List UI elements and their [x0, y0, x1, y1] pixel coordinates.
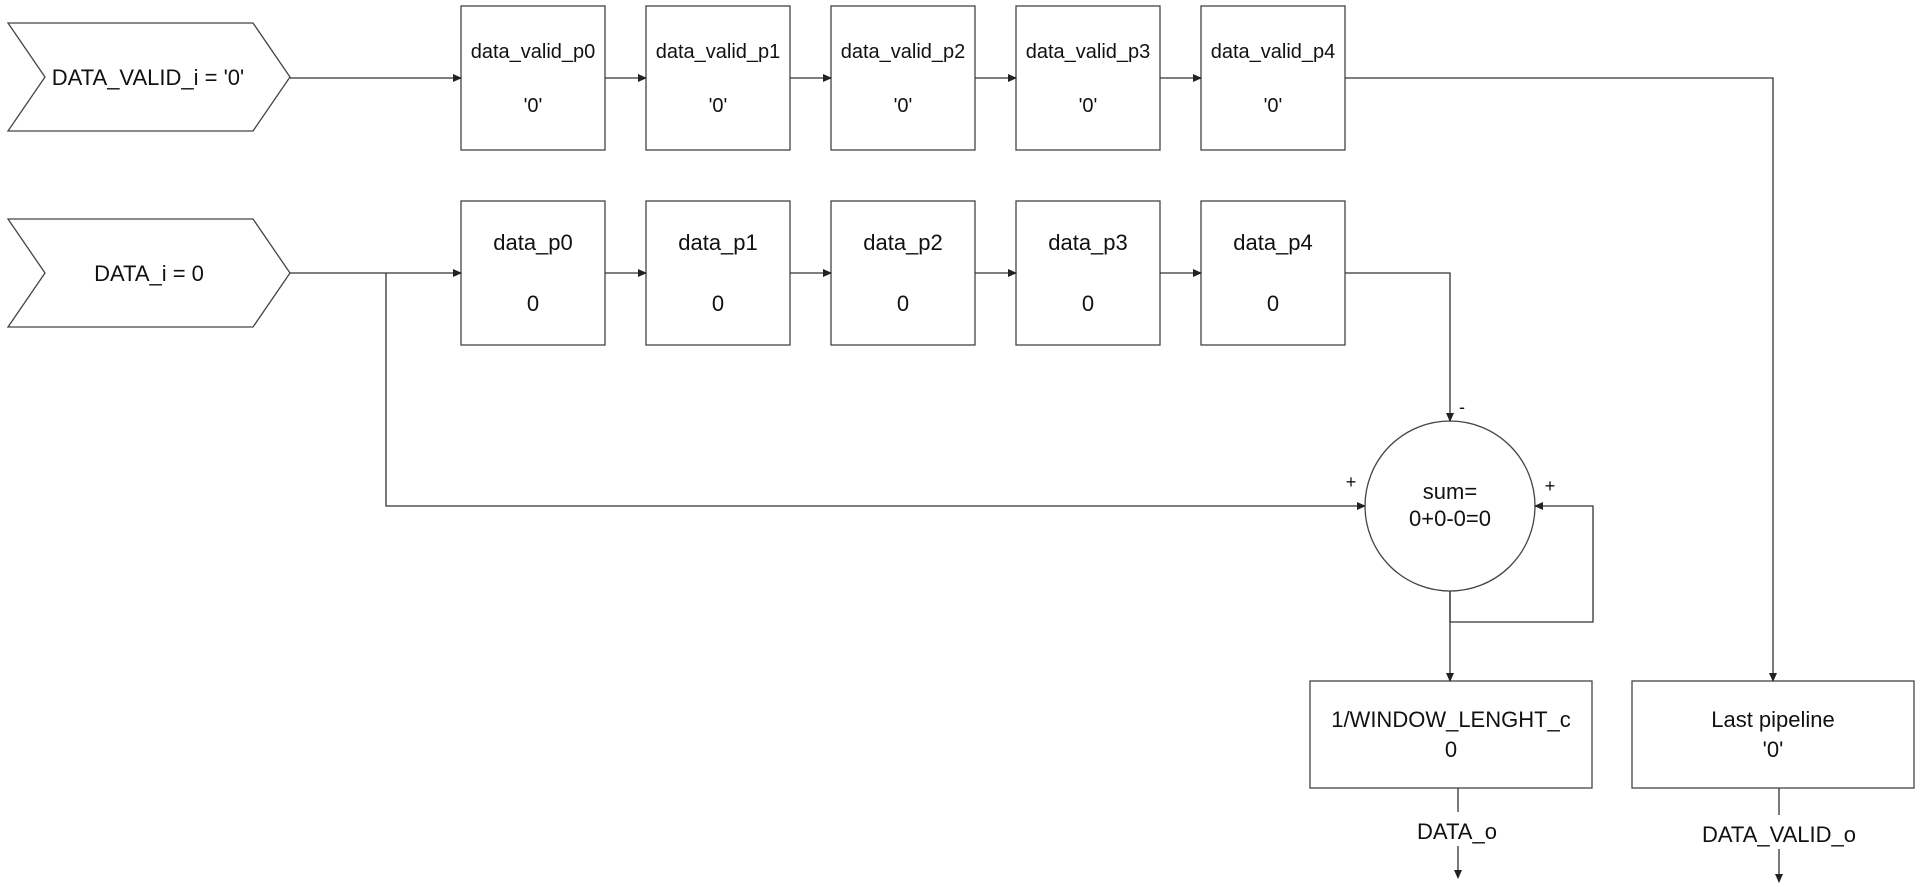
data-stage-value: 0 [712, 291, 724, 316]
data-stage-name: data_p3 [1048, 230, 1128, 255]
data-stage-name: data_p0 [493, 230, 573, 255]
data-stage-value: 0 [527, 291, 539, 316]
divider-value: 0 [1445, 737, 1457, 762]
data-stage-value: 0 [1267, 291, 1279, 316]
valid-stage-p0: data_valid_p0 '0' [460, 5, 606, 151]
data-stage-p3: data_p3 0 [1015, 200, 1161, 346]
valid-stage-name: data_valid_p3 [1026, 41, 1151, 63]
valid-stage-p4: data_valid_p4 '0' [1200, 5, 1346, 151]
wire-p4-to-sum [1345, 272, 1454, 422]
valid-stage-name: data_valid_p0 [471, 41, 596, 63]
data-valid-input: DATA_VALID_i = '0' [6, 22, 291, 132]
valid-stage-p1: data_valid_p1 '0' [645, 5, 791, 151]
data-valid-input-label: DATA_VALID_i = '0' [52, 65, 244, 90]
valid-stage-value: '0' [1264, 95, 1283, 117]
last-pipeline-value: '0' [1763, 737, 1784, 762]
valid-stage-name: data_valid_p1 [656, 41, 781, 63]
data-pipeline: data_p0 0 data_p1 0 data_p2 0 data_p3 0 … [460, 200, 1346, 346]
data-input-label: DATA_i = 0 [94, 261, 204, 286]
valid-stage-name: data_valid_p2 [841, 41, 966, 63]
data-stage-name: data_p4 [1233, 230, 1313, 255]
window-divider: 1/WINDOW_LENGHT_c 0 [1309, 680, 1593, 789]
divider-label: 1/WINDOW_LENGHT_c [1331, 707, 1571, 732]
valid-stage-value: '0' [524, 95, 543, 117]
data-stage-value: 0 [1082, 291, 1094, 316]
last-pipeline-label: Last pipeline [1711, 707, 1835, 732]
wire-input-to-sum [385, 273, 1366, 510]
valid-stage-value: '0' [1079, 95, 1098, 117]
minus-sign: - [1459, 397, 1465, 417]
data-stage-p0: data_p0 0 [460, 200, 606, 346]
data-stage-name: data_p2 [863, 230, 943, 255]
wire-valid-to-last [1345, 77, 1777, 682]
plus-sign-right: + [1545, 476, 1556, 496]
valid-stage-value: '0' [894, 95, 913, 117]
connections [290, 74, 1783, 883]
sum-node: sum= 0+0-0=0 - + + [1346, 397, 1556, 592]
valid-stage-value: '0' [709, 95, 728, 117]
valid-stage-name: data_valid_p4 [1211, 41, 1336, 63]
data-stage-p1: data_p1 0 [645, 200, 791, 346]
valid-stage-p3: data_valid_p3 '0' [1015, 5, 1161, 151]
data-output-label: DATA_o [1417, 819, 1497, 844]
last-pipeline: Last pipeline '0' [1631, 680, 1915, 789]
valid-stage-p2: data_valid_p2 '0' [830, 5, 976, 151]
data-valid-output-label: DATA_VALID_o [1702, 822, 1856, 847]
data-stage-p2: data_p2 0 [830, 200, 976, 346]
data-stage-value: 0 [897, 291, 909, 316]
data-stage-name: data_p1 [678, 230, 758, 255]
plus-sign-left: + [1346, 472, 1357, 492]
data-stage-p4: data_p4 0 [1200, 200, 1346, 346]
sum-expression: 0+0-0=0 [1409, 506, 1491, 531]
data-input: DATA_i = 0 [6, 218, 291, 328]
valid-pipeline: data_valid_p0 '0' data_valid_p1 '0' data… [460, 5, 1346, 151]
sum-label: sum= [1423, 479, 1477, 504]
